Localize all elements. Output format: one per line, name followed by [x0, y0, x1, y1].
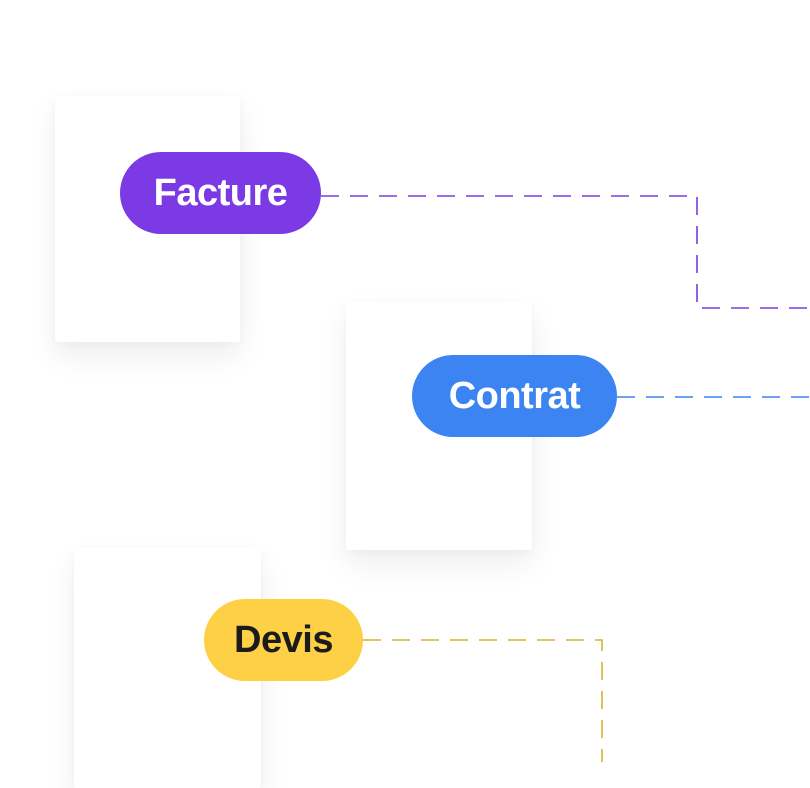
- tag-contrat[interactable]: Contrat: [412, 355, 617, 437]
- tag-facture[interactable]: Facture: [120, 152, 321, 234]
- connector-devis: [363, 639, 603, 762]
- tag-facture-label: Facture: [153, 171, 288, 214]
- tag-devis[interactable]: Devis: [204, 599, 363, 681]
- connector-facture: [321, 195, 810, 309]
- connectors: [321, 195, 810, 762]
- tag-contrat-label: Contrat: [448, 374, 581, 417]
- tag-devis-label: Devis: [234, 618, 333, 661]
